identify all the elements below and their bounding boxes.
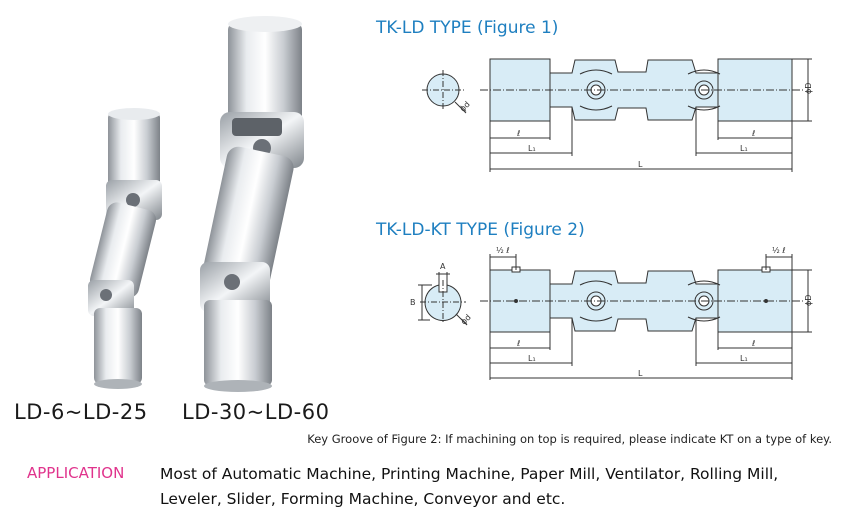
dim-l-left-kt: ℓ [516, 339, 520, 348]
dim-L1-left-kt: L₁ [528, 354, 536, 363]
dim-L1-left: L₁ [528, 144, 536, 153]
dim-half-l-right: ½ ℓ [772, 246, 786, 255]
dim-l-right: ℓ [751, 129, 755, 138]
figure1-drawing: ϕd ϕD ℓ L₁ ℓ L₁ L [422, 58, 813, 172]
dim-B: B [410, 298, 416, 307]
dim-half-l-left: ½ ℓ [496, 246, 510, 255]
dim-l-right-kt: ℓ [751, 339, 755, 348]
dim-d: ϕd [458, 100, 472, 114]
small-joint [88, 108, 162, 389]
model-range-large-label: LD-30~LD-60 [182, 400, 330, 424]
application-label: APPLICATION [27, 464, 125, 482]
figure2-title: TK-LD-KT TYPE (Figure 2) [376, 220, 585, 240]
large-joint [200, 16, 304, 392]
dim-l-left: ℓ [516, 129, 520, 138]
dim-L1-right-kt: L₁ [740, 354, 748, 363]
dim-D-kt: ϕD [804, 295, 813, 306]
figure1-title: TK-LD TYPE (Figure 1) [376, 18, 559, 38]
key-groove-note: Key Groove of Figure 2: If machining on … [307, 432, 832, 446]
dim-d-kt: ϕd [459, 313, 473, 327]
application-text: Most of Automatic Machine, Printing Mach… [160, 462, 840, 512]
dim-D: ϕD [804, 83, 813, 94]
dim-A: A [440, 262, 446, 271]
application-line-1: Most of Automatic Machine, Printing Mach… [160, 465, 779, 483]
dim-L-kt: L [638, 369, 643, 378]
dim-L: L [638, 160, 643, 169]
product-photo [88, 16, 304, 392]
dim-L1-right: L₁ [740, 144, 748, 153]
figure2-drawing: A B ϕd ϕD ½ ℓ ½ ℓ ℓ L₁ ℓ L₁ L [410, 246, 813, 380]
model-range-small-label: LD-6~LD-25 [14, 400, 148, 424]
application-line-2: Leveler, Slider, Forming Machine, Convey… [160, 490, 566, 508]
